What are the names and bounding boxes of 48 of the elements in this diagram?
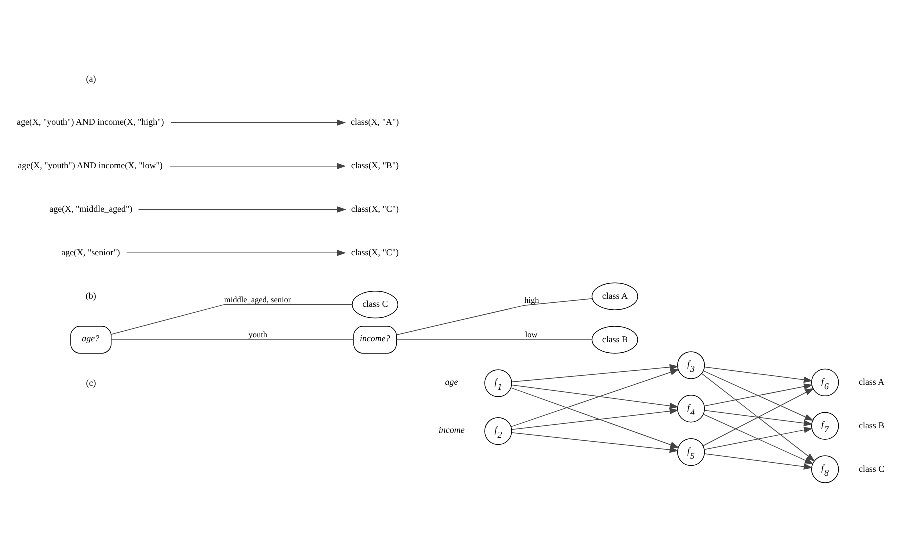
arrow <box>704 383 814 406</box>
arrow <box>703 388 814 446</box>
node-text: age(X, "youth") AND income(X, "low") <box>18 160 163 170</box>
arrow <box>703 414 814 464</box>
node-box: age? <box>70 326 112 354</box>
node-text: age(X, "senior") <box>62 246 120 257</box>
connector <box>396 298 593 335</box>
arrow <box>171 119 346 126</box>
node-text: class(X, "B") <box>351 160 400 170</box>
arrow <box>511 387 680 448</box>
arrow <box>704 366 813 383</box>
node-text: age(X, "youth") AND income(X, "high") <box>17 116 164 127</box>
arrow <box>138 206 346 212</box>
connector <box>396 339 592 340</box>
node-label: age <box>445 376 458 387</box>
arrow <box>704 426 814 450</box>
node-label: class B <box>858 420 885 430</box>
label: (c) <box>86 377 96 388</box>
arrow <box>512 408 679 430</box>
edge-label: youth <box>248 330 268 340</box>
arrow <box>702 372 816 462</box>
arrow <box>511 368 680 427</box>
arrow <box>126 250 346 256</box>
arrow <box>703 370 814 420</box>
node-text: class(X, "A") <box>350 116 400 127</box>
arrow <box>512 364 679 382</box>
edge-label: middle_aged, senior <box>224 294 292 304</box>
node-text: age(X, "middle_aged") <box>50 204 133 214</box>
node-box: income? <box>354 326 397 354</box>
node-label: class A <box>858 376 885 387</box>
node-text: class(X, "C") <box>351 246 400 257</box>
label: (b) <box>86 290 96 300</box>
label: (a) <box>86 73 96 84</box>
arrow <box>170 162 346 169</box>
connector <box>111 339 354 340</box>
node-ellipse: class A <box>592 282 638 310</box>
edge-label: high <box>524 296 540 305</box>
node-text: class(X, "C") <box>351 204 400 214</box>
arrow <box>512 432 679 453</box>
arrow <box>704 453 813 470</box>
arrow <box>704 410 813 426</box>
arrow <box>512 384 679 409</box>
node-ellipse: class B <box>592 326 638 354</box>
node-label: income <box>438 424 465 434</box>
edge-label: low <box>525 330 538 340</box>
connector <box>111 304 352 335</box>
node-ellipse: class C <box>352 290 399 318</box>
node-label: class C <box>858 463 885 474</box>
